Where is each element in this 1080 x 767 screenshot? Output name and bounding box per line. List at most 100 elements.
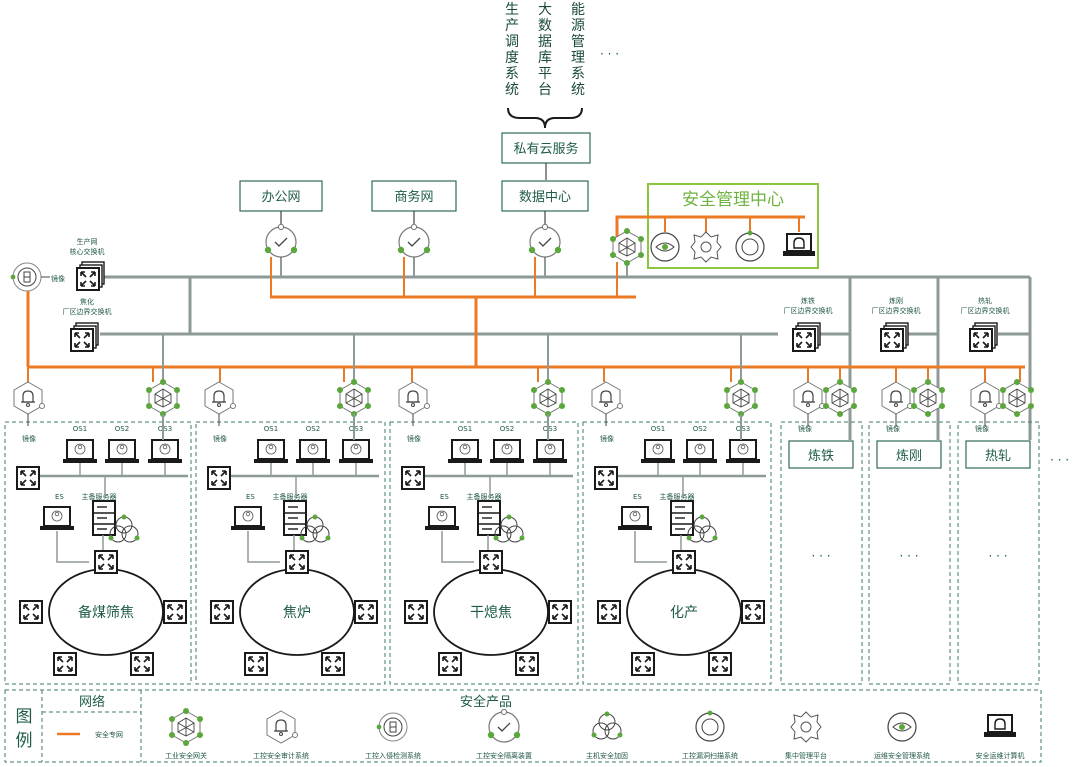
ring-switch-icon[interactable] [631,652,655,676]
workstation-os2-icon[interactable] [489,439,525,464]
ring-switch-icon[interactable] [130,652,154,676]
iron-switch-icon[interactable] [793,323,820,351]
zone-os2-label: OS2 [115,425,129,433]
ring-switch-icon[interactable] [163,600,187,624]
ring-switch-icon[interactable] [285,550,309,574]
ring-switch-icon[interactable] [404,600,428,624]
workstation-os2-icon[interactable] [295,439,331,464]
ring-switch-icon[interactable] [741,600,765,624]
engineering-station-icon[interactable] [230,506,266,531]
roll-switch-icon[interactable] [970,323,997,351]
top-system-char: 大 [538,2,552,18]
outer-ellipsis: · · · [1050,453,1069,467]
workstation-os3-icon[interactable] [338,439,374,464]
ring-switch-icon[interactable] [53,652,77,676]
zone-name: 干熄焦 [470,604,512,621]
zone-os1-label: OS1 [458,425,472,433]
business-network-box[interactable]: 商务网 [371,180,457,212]
ring-switch-icon[interactable] [321,652,345,676]
industrial-gateway-icon[interactable] [822,378,858,418]
right-zone-name: 热轧 [985,449,1011,464]
ring-switch-icon[interactable] [672,550,696,574]
workstation-os1-icon[interactable] [640,439,676,464]
mirror-switch-icon[interactable] [594,466,618,490]
top-system-char: 能 [571,2,585,18]
audit-bell-icon[interactable] [398,381,431,415]
ring-switch-icon[interactable] [548,600,572,624]
audit-bell-icon[interactable] [13,381,46,415]
core-switch-icon[interactable] [77,262,104,290]
workstation-os1-icon[interactable] [62,439,98,464]
ring-switch-icon[interactable] [244,652,268,676]
legend-title-1: 图 [16,707,33,727]
isolation-device-icon[interactable] [528,223,562,258]
isolation-device-icon[interactable] [397,223,431,258]
ops-computer-icon[interactable] [782,233,816,257]
legend-item-label: 工控安全隔离装置 [476,751,532,760]
ring-switch-icon[interactable] [19,600,43,624]
audit-bell-icon[interactable] [970,381,1003,415]
office-network-box[interactable]: 办公网 [239,180,323,212]
industrial-gateway-icon[interactable] [336,378,372,418]
audit-bell-icon[interactable] [793,381,826,415]
ring-switch-icon[interactable] [438,652,462,676]
zone-os1-label: OS1 [651,425,665,433]
legend-item: 工业安全网关 [165,707,207,760]
ring-switch-icon[interactable] [479,550,503,574]
audit-bell-icon[interactable] [881,381,914,415]
industrial-gateway-icon[interactable] [609,227,645,267]
audit-bell-icon[interactable] [204,381,237,415]
ring-switch-icon[interactable] [515,652,539,676]
workstation-os2-icon[interactable] [682,439,718,464]
workstation-os3-icon[interactable] [725,439,761,464]
top-system-char: 台 [538,82,552,98]
intrusion-detection-icon[interactable] [10,262,42,292]
workstation-os3-icon[interactable] [532,439,568,464]
engineering-station-icon[interactable] [424,506,460,531]
right-zone-box[interactable]: 炼铁 [788,440,854,469]
top-system-char: 统 [505,82,519,98]
right-zone-name: 炼刚 [896,449,922,464]
top-system-char: 生 [505,2,519,18]
industrial-gateway-icon[interactable] [530,378,566,418]
workstation-os2-icon[interactable] [104,439,140,464]
workstation-os3-icon[interactable] [147,439,183,464]
security-management-center[interactable]: 安全管理中心 [647,183,819,269]
management-gear-icon[interactable] [690,231,722,263]
vulnerability-scan-icon[interactable] [735,230,765,262]
industrial-gateway-icon[interactable] [910,378,946,418]
ring-switch-icon[interactable] [597,600,621,624]
engineering-station-icon[interactable] [617,506,653,531]
coking-switch-icon[interactable] [71,323,98,351]
workstation-os1-icon[interactable] [447,439,483,464]
right-zone-box[interactable]: 热轧 [965,440,1031,469]
host-hardening-icon [591,711,623,740]
eye-ops-icon[interactable] [650,232,680,262]
mirror-switch-icon[interactable] [207,466,231,490]
ring-switch-icon[interactable] [708,652,732,676]
workstation-os1-icon[interactable] [253,439,289,464]
audit-bell-icon[interactable] [591,381,624,415]
office-network-label: 办公网 [261,190,300,205]
core-switch-label-1: 生产网 [77,237,98,246]
industrial-gateway-icon[interactable] [145,378,181,418]
steel-switch-icon[interactable] [881,323,908,351]
datacenter-box[interactable]: 数据中心 [501,180,589,212]
ring-switch-icon[interactable] [354,600,378,624]
steel-switch-label-1: 炼刚 [889,296,903,305]
zone-os2-label: OS2 [693,425,707,433]
isolation-device-icon[interactable] [264,223,298,258]
engineering-station-icon[interactable] [39,506,75,531]
ring-switch-icon[interactable] [210,600,234,624]
ring-switch-icon[interactable] [94,550,118,574]
mirror-switch-icon[interactable] [401,466,425,490]
roll-switch-label-2: 厂区边界交换机 [961,306,1010,315]
industrial-gateway-icon[interactable] [723,378,759,418]
right-zone-box[interactable]: 炼刚 [876,440,942,469]
mirror-switch-icon[interactable] [16,466,40,490]
top-system-char: 调 [505,34,519,50]
cloud-service-box[interactable]: 私有云服务 [501,132,591,164]
